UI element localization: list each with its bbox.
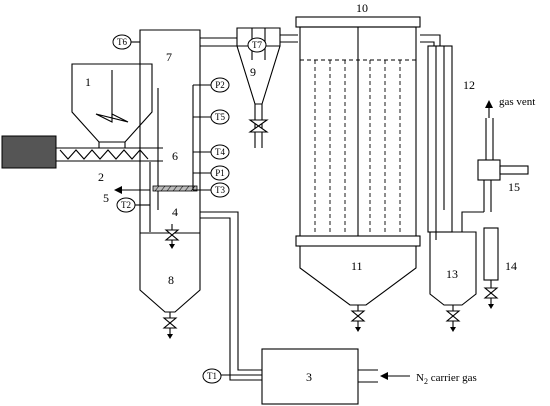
label-15: 15	[508, 180, 520, 194]
instrument-T2: T2	[116, 197, 150, 213]
label-10: 10	[356, 1, 368, 15]
label-7: 7	[166, 50, 172, 64]
label-11: 11	[351, 259, 363, 273]
instrument-T6: T6	[112, 34, 140, 50]
svg-text:T1: T1	[207, 371, 217, 381]
svg-text:T7: T7	[252, 40, 262, 50]
label-12: 12	[463, 78, 475, 92]
label-8: 8	[168, 273, 174, 287]
instrument-P1: P1	[210, 165, 230, 181]
arrow-5	[114, 186, 122, 194]
instrument-T5: T5	[210, 109, 230, 125]
instrument-T4: T4	[210, 144, 230, 160]
instrument-T7: T7	[247, 37, 267, 53]
label-3: 3	[306, 370, 312, 384]
cyclone-to-filter-pipe	[280, 34, 298, 43]
svg-text:T5: T5	[215, 112, 225, 122]
label-13: 13	[446, 267, 458, 281]
cold-trap	[483, 227, 499, 309]
screw-motor	[1, 135, 57, 169]
label-1: 1	[85, 75, 91, 89]
label-14: 14	[505, 259, 517, 273]
gas-vent-line	[477, 100, 529, 212]
condenser	[427, 45, 453, 240]
label-9: 9	[250, 65, 256, 79]
svg-text:P2: P2	[215, 80, 225, 90]
bag-filter	[295, 16, 421, 332]
label-2: 2	[98, 170, 104, 184]
svg-text:T6: T6	[117, 37, 127, 47]
svg-text:P1: P1	[215, 168, 225, 178]
svg-text:T4: T4	[215, 147, 225, 157]
label-4: 4	[172, 205, 178, 219]
pyrolysis-reactor	[139, 29, 201, 339]
label-5: 5	[103, 191, 109, 205]
reactor-to-cyclone-pipe	[200, 37, 237, 47]
instrument-T1: T1	[202, 368, 222, 384]
liquid-collector	[429, 211, 484, 332]
feed-hopper	[71, 63, 153, 148]
filter-to-condenser-pipe	[420, 34, 441, 46]
gas-preheater	[200, 211, 410, 405]
gas-vent-label: gas vent	[499, 96, 535, 108]
instrument-P2: P2	[210, 77, 230, 93]
instrument-lines	[192, 84, 213, 191]
carrier-gas-label: N2 carrier gas	[416, 372, 477, 386]
instrument-T3: T3	[210, 182, 230, 198]
svg-text:T2: T2	[121, 200, 131, 210]
screw-feeder	[56, 147, 163, 162]
svg-text:T3: T3	[215, 185, 225, 195]
label-6: 6	[172, 149, 178, 163]
